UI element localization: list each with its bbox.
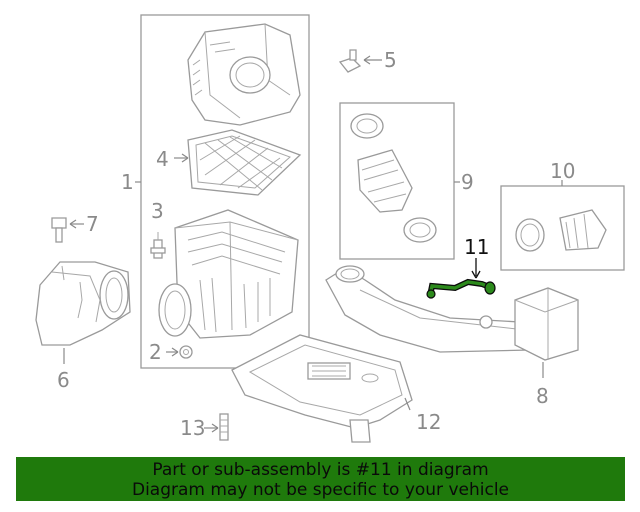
callout-10[interactable]: 10 bbox=[550, 159, 575, 183]
air-cleaner-lower-housing[interactable] bbox=[158, 209, 299, 339]
stud-part-13[interactable] bbox=[219, 413, 229, 441]
callout-11[interactable]: 11 bbox=[464, 235, 489, 259]
clip-part-5[interactable] bbox=[338, 49, 362, 73]
callout-9[interactable]: 9 bbox=[461, 170, 474, 194]
callout-5[interactable]: 5 bbox=[384, 48, 397, 72]
intake-duct-part-8[interactable] bbox=[325, 265, 579, 361]
sensor-part-3[interactable] bbox=[150, 232, 166, 259]
banner-line-2: Diagram may not be specific to your vehi… bbox=[131, 480, 509, 500]
coupler-part-10[interactable] bbox=[515, 209, 607, 252]
callout-7[interactable]: 7 bbox=[86, 212, 99, 236]
callout-4[interactable]: 4 bbox=[156, 147, 169, 171]
info-banner: Part or sub-assembly is #11 in diagram D… bbox=[16, 457, 625, 501]
callout-8[interactable]: 8 bbox=[536, 384, 549, 408]
resonator-part-9[interactable] bbox=[350, 113, 437, 243]
callout-6[interactable]: 6 bbox=[57, 368, 70, 392]
air-filter-element[interactable] bbox=[187, 129, 302, 196]
air-cleaner-upper-housing[interactable] bbox=[187, 23, 301, 126]
inlet-duct-part-6[interactable] bbox=[35, 261, 131, 346]
callout-2[interactable]: 2 bbox=[149, 340, 162, 364]
banner-line-1: Part or sub-assembly is #11 in diagram bbox=[152, 460, 489, 480]
nut-part-2[interactable] bbox=[179, 345, 193, 359]
cover-part-12[interactable] bbox=[231, 334, 413, 443]
bolt-part-7[interactable] bbox=[51, 217, 67, 243]
callout-3[interactable]: 3 bbox=[151, 199, 164, 223]
callout-12[interactable]: 12 bbox=[416, 410, 441, 434]
callout-13[interactable]: 13 bbox=[180, 416, 205, 440]
callout-1[interactable]: 1 bbox=[121, 170, 134, 194]
vent-hose-part-11[interactable] bbox=[426, 278, 496, 299]
assembly-box-9 bbox=[339, 102, 455, 260]
assembly-box-1 bbox=[140, 14, 310, 369]
